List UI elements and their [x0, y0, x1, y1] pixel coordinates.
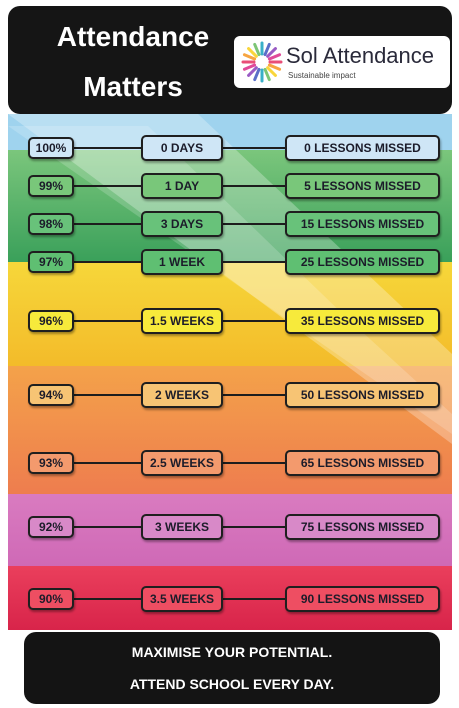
colorful-burst-icon [241, 41, 283, 83]
logo: Sol Attendance Sustainable impact [234, 36, 450, 88]
logo-name: Sol Attendance [286, 43, 435, 68]
lessons-missed: 15 LESSONS MISSED [285, 211, 440, 237]
title-line-1: Attendance [56, 21, 210, 52]
lessons-missed: 50 LESSONS MISSED [285, 382, 440, 408]
lessons-missed: 90 LESSONS MISSED [285, 586, 440, 612]
footer-panel: MAXIMISE YOUR POTENTIAL. ATTEND SCHOOL E… [24, 632, 440, 704]
lessons-missed: 35 LESSONS MISSED [285, 308, 440, 334]
attendance-percent: 93% [28, 452, 74, 474]
attendance-percent: 96% [28, 310, 74, 332]
lessons-missed: 0 LESSONS MISSED [285, 135, 440, 161]
time-missed: 2 WEEKS [141, 382, 223, 408]
time-missed: 3 WEEKS [141, 514, 223, 540]
lessons-missed: 5 LESSONS MISSED [285, 173, 440, 199]
attendance-percent: 92% [28, 516, 74, 538]
lessons-missed: 75 LESSONS MISSED [285, 514, 440, 540]
time-missed: 3 DAYS [141, 211, 223, 237]
attendance-percent: 97% [28, 251, 74, 273]
attendance-percent: 90% [28, 588, 74, 610]
attendance-percent: 98% [28, 213, 74, 235]
time-missed: 1 DAY [141, 173, 223, 199]
footer-line-1: MAXIMISE YOUR POTENTIAL. [131, 644, 333, 660]
diagonal-light-overlay [8, 114, 452, 444]
time-missed: 2.5 WEEKS [141, 450, 223, 476]
attendance-percent: 100% [28, 137, 74, 159]
time-missed: 3.5 WEEKS [141, 586, 223, 612]
time-missed: 1.5 WEEKS [141, 308, 223, 334]
time-missed: 0 DAYS [141, 135, 223, 161]
header-panel: Attendance Matters Sol Attendance Sustai… [8, 6, 452, 114]
lessons-missed: 25 LESSONS MISSED [285, 249, 440, 275]
lessons-missed: 65 LESSONS MISSED [285, 450, 440, 476]
logo-tagline: Sustainable impact [288, 71, 356, 80]
footer-line-2: ATTEND SCHOOL EVERY DAY. [129, 676, 335, 692]
title-line-2: Matters [83, 71, 183, 102]
band-green [8, 150, 452, 262]
attendance-percent: 94% [28, 384, 74, 406]
attendance-percent: 99% [28, 175, 74, 197]
time-missed: 1 WEEK [141, 249, 223, 275]
